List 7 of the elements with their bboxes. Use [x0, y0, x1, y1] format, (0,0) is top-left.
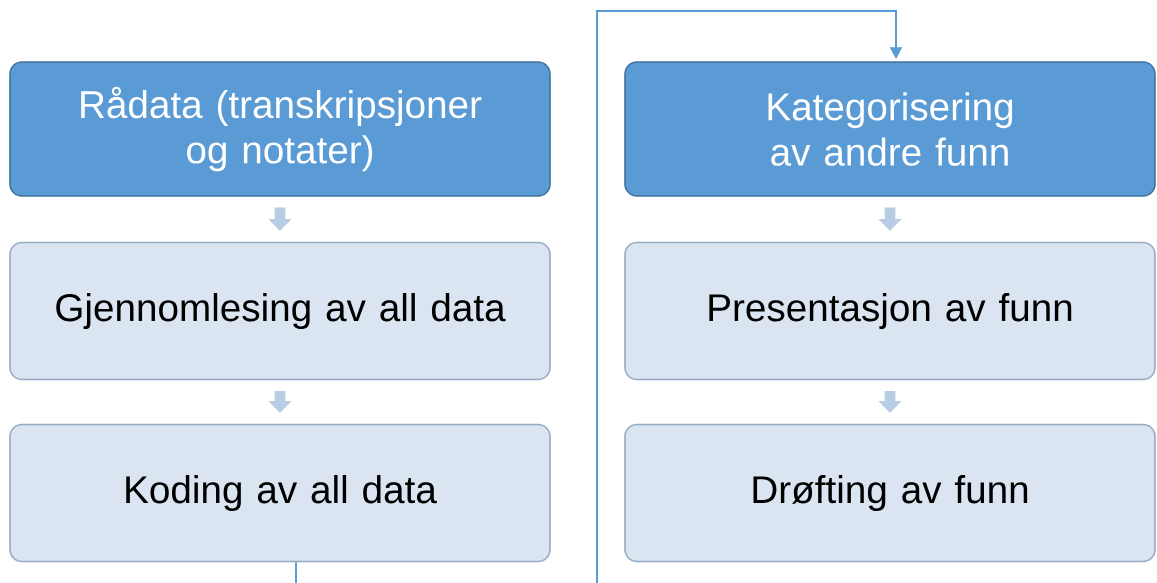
process-box: Drøfting av funn — [624, 423, 1156, 563]
header-box: Kategorisering av andre funn — [624, 61, 1156, 197]
process-box: Presentasjon av funn — [624, 241, 1156, 381]
process-box: Gjennomlesing av all data — [9, 241, 551, 381]
connector-arrow — [295, 10, 903, 583]
header-box: Rådata (transkripsjoner og notater) — [9, 61, 551, 197]
process-box: Koding av all data — [9, 423, 551, 563]
